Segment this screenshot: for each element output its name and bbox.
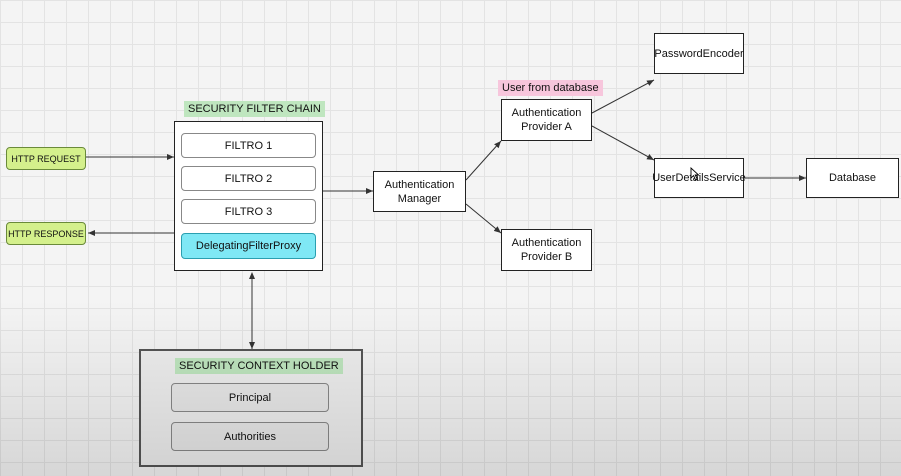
password-encoder: PasswordEncoder [654,33,744,74]
principal-item: Principal [171,383,329,412]
arrow-manager-to-provider-b [465,203,502,234]
user-details-service: UserDetailsService [652,158,746,198]
auth-manager-line-2: Manager [397,192,442,205]
database: Database [806,158,899,198]
filter-1: FILTRO 1 [181,133,316,158]
context-holder-title: SECURITY CONTEXT HOLDER [175,358,343,374]
auth-manager-line-1: Authentication [384,178,455,191]
provider-b-line-1: Authentication [511,237,582,249]
filter-2: FILTRO 2 [181,166,316,191]
arrow-provider-a-to-encoder [591,79,655,114]
http-request-node: HTTP REQUEST [6,147,86,170]
arrow-provider-a-to-uds [591,125,655,161]
authentication-provider-b: Authentication Provider B [501,229,592,271]
authorities-item: Authorities [171,422,329,451]
mouse-cursor-icon [690,167,700,181]
provider-a-line-2: Provider A [521,121,572,133]
user-from-database-label: User from database [498,80,603,96]
provider-a-line-1: Authentication [511,107,582,119]
arrow-manager-to-provider-a [465,140,502,181]
provider-b-line-2: Provider B [520,251,573,263]
http-response-node: HTTP RESPONSE [6,222,86,245]
authentication-manager: Authentication Manager [373,171,466,212]
filter-chain-title: SECURITY FILTER CHAIN [184,101,325,117]
filter-3: FILTRO 3 [181,199,316,224]
delegating-filter-proxy: DelegatingFilterProxy [181,233,316,259]
authentication-provider-a: Authentication Provider A [501,99,592,141]
